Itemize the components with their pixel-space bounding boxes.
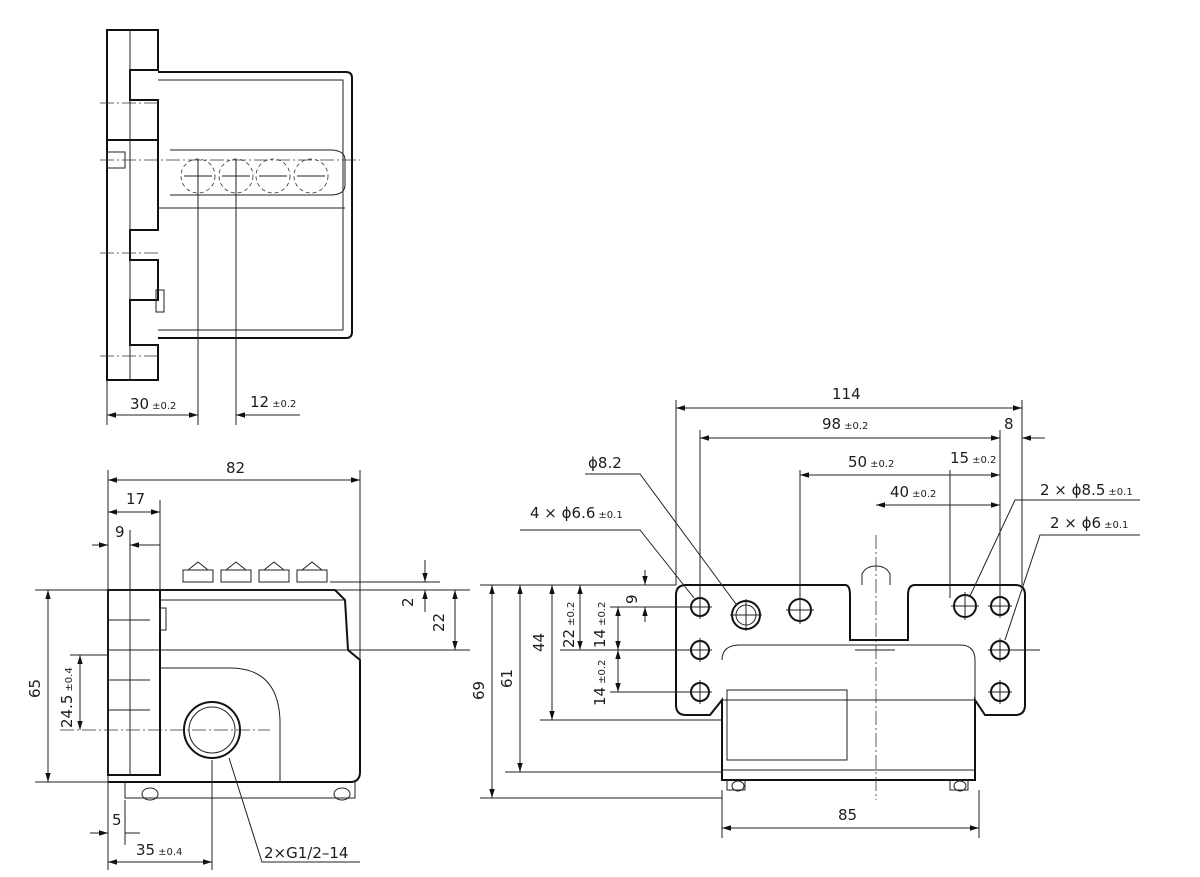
dim-44: 44 [530,633,548,652]
dim-69: 69 [470,681,488,700]
dim-30: 30±0.2 [130,395,176,413]
dim-5: 5 [112,811,122,829]
dim-8: 8 [1004,415,1014,433]
dim-61: 61 [498,669,516,688]
dim-22-side: 22 [430,613,448,632]
dim-40: 40±0.2 [890,483,936,501]
label-holes-6: 2 × ϕ6±0.1 [1050,514,1128,532]
terminal-circles [180,158,329,194]
dim-12: 12±0.2 [250,393,296,411]
mounting-holes [688,592,1040,704]
side-terminals [182,561,328,583]
dim-85: 85 [838,806,857,824]
dim-65: 65 [26,679,44,698]
dim-17: 17 [126,490,145,508]
dim-82: 82 [226,459,245,477]
label-holes-6-6: 4 × ϕ6.6±0.1 [530,504,623,522]
front-view: 114 98±0.2 8 50±0.2 15±0.2 40±0.2 ϕ8.2 4… [470,385,1140,838]
label-holes-8-5: 2 × ϕ8.5±0.1 [1040,481,1133,499]
side-view: 82 17 9 2 22 65 24.5±0.4 5 35±0.4 2×G1/2… [26,459,470,870]
thread-label: 2×G1/2–14 [264,844,348,862]
dim-35: 35±0.4 [136,841,182,859]
dim-24-5: 24.5±0.4 [58,667,76,728]
dim-22-front: 22±0.2 [560,602,578,648]
top-view: 30±0.2 12±0.2 [100,29,360,425]
label-hole-8-2: ϕ8.2 [588,454,622,472]
dim-98: 98±0.2 [822,415,868,433]
dim-2: 2 [399,597,417,607]
dim-14-upper: 14±0.2 [591,602,609,648]
dim-9-front: 9 [623,594,641,604]
dim-50: 50±0.2 [848,453,894,471]
dim-114: 114 [832,385,861,403]
dim-9: 9 [115,523,125,541]
dim-14-lower: 14±0.2 [591,660,609,706]
dim-15: 15±0.2 [950,449,996,467]
